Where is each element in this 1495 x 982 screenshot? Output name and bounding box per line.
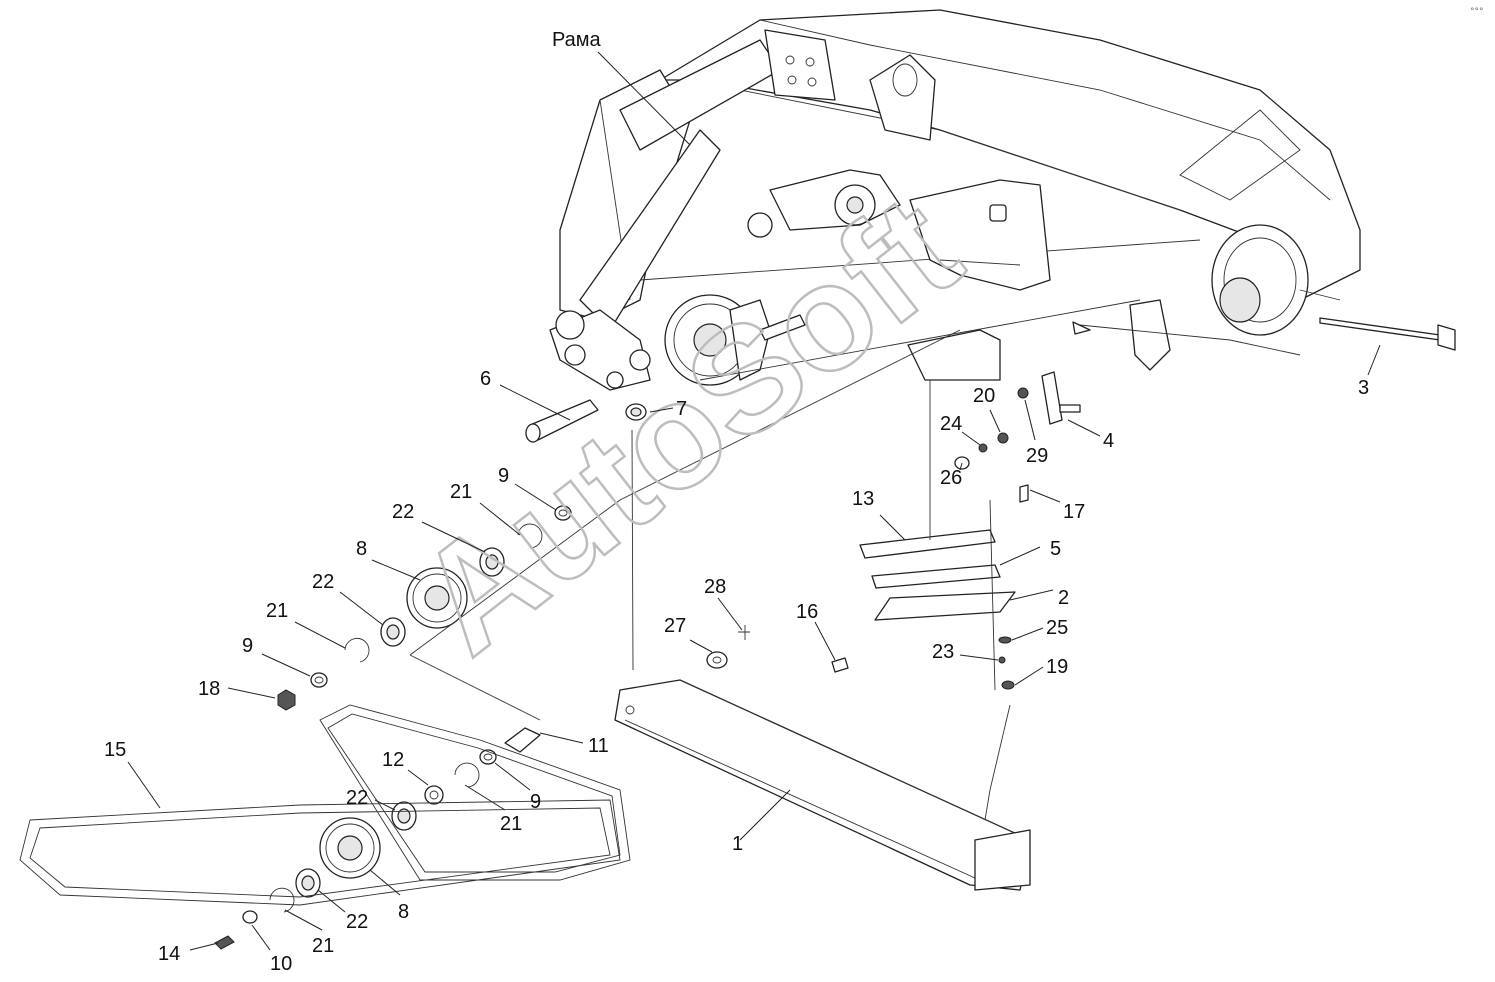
label-21-low: 21 <box>500 813 522 835</box>
label-27: 27 <box>664 615 686 637</box>
label-22-top: 22 <box>392 501 414 523</box>
label-24: 24 <box>940 413 962 435</box>
label-28: 28 <box>704 576 726 598</box>
label-17: 17 <box>1063 501 1085 523</box>
corner-mark: °°° <box>1470 7 1484 17</box>
label-22-low: 22 <box>346 787 368 809</box>
label-4: 4 <box>1103 430 1114 452</box>
label-2: 2 <box>1058 587 1069 609</box>
drive-parts <box>19 329 1031 950</box>
label-15: 15 <box>104 739 126 761</box>
label-22-bottom: 22 <box>346 911 368 933</box>
label-7: 7 <box>676 398 687 420</box>
frame-assembly <box>549 9 1456 425</box>
label-25: 25 <box>1046 617 1068 639</box>
label-9-mid: 9 <box>242 635 253 657</box>
label-29: 29 <box>1026 445 1048 467</box>
label-14: 14 <box>158 943 180 965</box>
label-26: 26 <box>940 467 962 489</box>
label-22-mid: 22 <box>312 571 334 593</box>
callout-labels: Рама 3 4 6 7 20 24 29 26 13 17 5 2 25 23… <box>104 29 1369 975</box>
label-19: 19 <box>1046 656 1068 678</box>
label-6: 6 <box>480 368 491 390</box>
label-21-top: 21 <box>450 481 472 503</box>
label-8-top: 8 <box>356 538 367 560</box>
label-21-bottom: 21 <box>312 935 334 957</box>
label-5: 5 <box>1050 538 1061 560</box>
label-11: 11 <box>588 735 609 757</box>
label-21-mid: 21 <box>266 600 288 622</box>
label-13: 13 <box>852 488 874 510</box>
label-1: 1 <box>732 833 743 855</box>
label-8-low: 8 <box>398 901 409 923</box>
label-18: 18 <box>198 678 220 700</box>
label-16: 16 <box>796 601 818 623</box>
label-3: 3 <box>1358 377 1369 399</box>
label-9-low: 9 <box>530 791 541 813</box>
callout-leaders <box>127 51 1381 951</box>
label-20: 20 <box>973 385 995 407</box>
label-12: 12 <box>382 749 404 771</box>
label-frame: Рама <box>552 29 602 51</box>
label-10: 10 <box>270 953 292 975</box>
label-9-top: 9 <box>498 465 509 487</box>
label-23: 23 <box>932 641 954 663</box>
